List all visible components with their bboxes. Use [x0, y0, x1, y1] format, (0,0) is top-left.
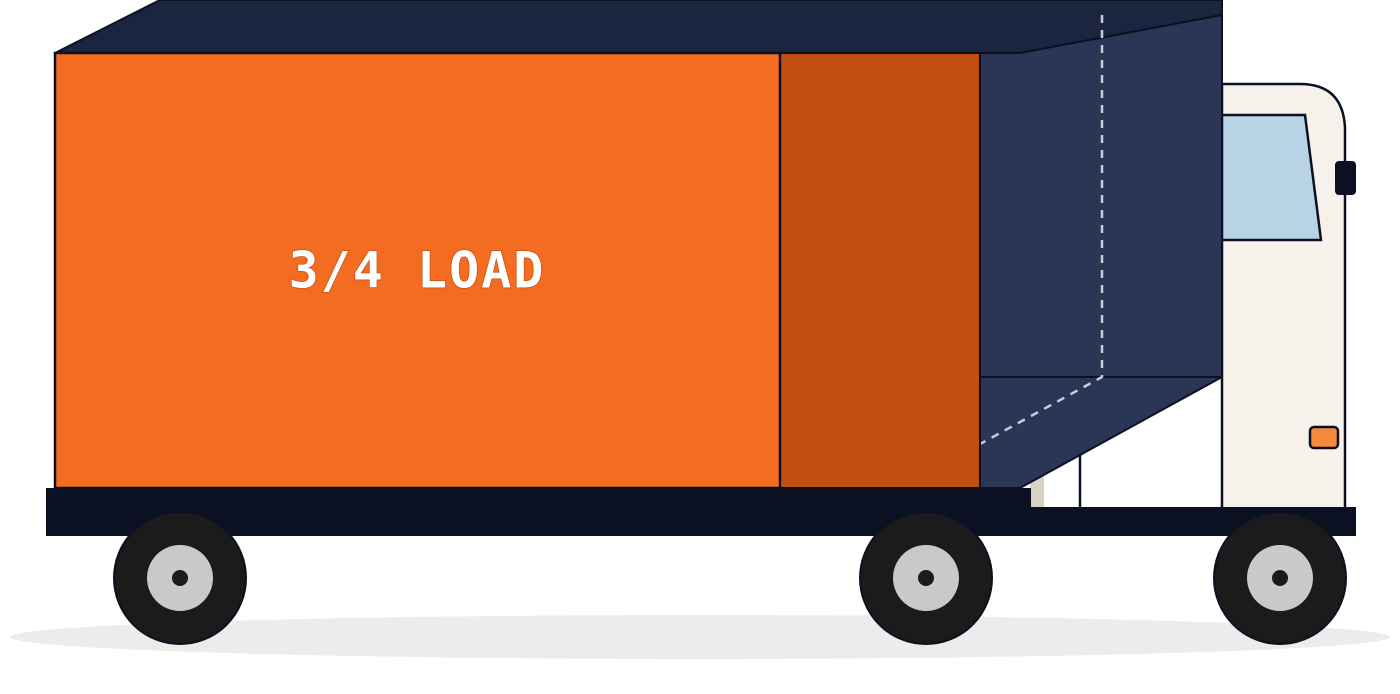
- cargo-inner-face: [779, 52, 981, 489]
- axle: [172, 570, 188, 586]
- indicator-light: [1308, 425, 1340, 450]
- load-label: 3/4 LOAD: [289, 242, 546, 300]
- wheel-rear: [113, 511, 247, 645]
- cab-window: [1220, 113, 1323, 242]
- axle: [918, 570, 934, 586]
- wheel-middle: [859, 511, 993, 645]
- trailer-roof: [54, 0, 1223, 54]
- wheel-front: [1213, 511, 1347, 645]
- axle: [1272, 570, 1288, 586]
- cargo-block: 3/4 LOAD: [53, 51, 981, 490]
- cargo-front-face: [53, 51, 782, 490]
- side-mirror: [1335, 161, 1356, 195]
- ground-shadow: [10, 615, 1390, 659]
